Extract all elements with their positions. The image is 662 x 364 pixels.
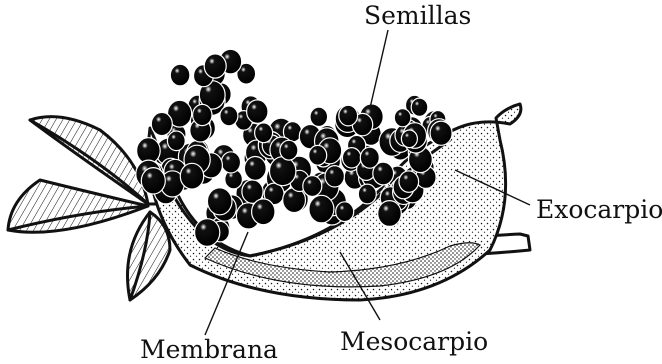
seed: [280, 140, 298, 160]
seed: [255, 123, 273, 143]
seed: [339, 105, 358, 126]
seed: [309, 145, 327, 165]
seed: [378, 201, 402, 227]
seed: [151, 112, 172, 135]
seed: [358, 184, 376, 204]
label-membrane: Membrana: [140, 335, 278, 364]
seed: [193, 104, 212, 125]
seed: [411, 98, 428, 116]
label-seeds: Semillas: [364, 1, 471, 30]
seed: [167, 131, 185, 151]
seed: [309, 195, 334, 223]
seed: [252, 199, 275, 225]
seed: [207, 188, 232, 215]
seed: [170, 64, 190, 86]
seed: [430, 121, 452, 145]
seed: [221, 152, 240, 173]
seed: [247, 100, 268, 123]
label-exocarp: Exocarpio: [536, 195, 662, 224]
seed: [401, 130, 417, 148]
seed: [270, 157, 296, 186]
seed: [325, 166, 344, 187]
seed: [244, 157, 266, 181]
seeds-leader-line: [370, 30, 388, 108]
seed: [180, 163, 203, 189]
seed: [360, 147, 379, 168]
seed: [342, 148, 361, 168]
label-mesocarp: Mesocarpio: [340, 327, 488, 356]
seed: [195, 219, 220, 247]
seed: [204, 54, 226, 78]
seed: [310, 107, 328, 126]
seed: [220, 106, 238, 126]
seed: [399, 171, 419, 192]
seed: [303, 176, 322, 197]
seed: [336, 202, 354, 222]
seed: [141, 168, 165, 194]
